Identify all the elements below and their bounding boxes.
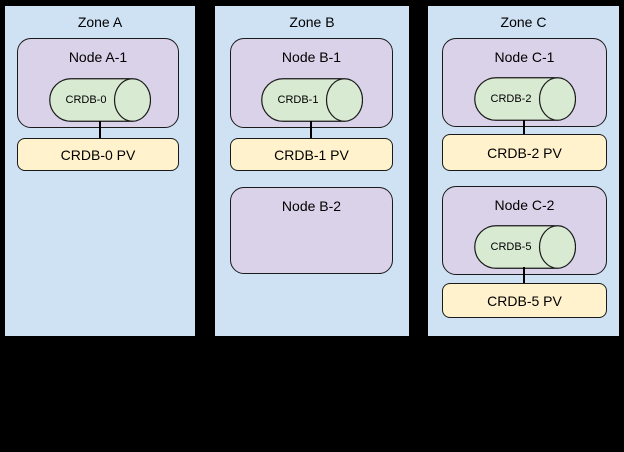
node-b1-title: Node B-1 — [281, 49, 342, 65]
crdb-0-pv-box: CRDB-0 PV — [17, 138, 179, 171]
database-cylinder-icon — [49, 78, 151, 122]
database-cylinder-icon — [474, 225, 576, 269]
connector-line — [523, 267, 525, 283]
crdb-0-label: CRDB-0 — [65, 94, 107, 106]
crdb-2-label: CRDB-2 — [490, 93, 532, 105]
crdb-1-pv-label: CRDB-1 PV — [274, 146, 349, 163]
node-c1-box: Node C-1 CRDB-2 — [442, 38, 607, 127]
connector-line — [523, 120, 525, 135]
node-b2-title: Node B-2 — [281, 198, 342, 214]
database-cylinder-icon — [261, 78, 363, 122]
zone-a-box: Zone A Node A-1 CRDB-0 CRDB-0 PV — [3, 4, 197, 338]
crdb-1-pv-box: CRDB-1 PV — [230, 138, 393, 171]
database-cylinder-icon — [474, 77, 576, 121]
zone-b-box: Zone B Node B-1 CRDB-1 CRDB-1 PV Node B-… — [213, 4, 411, 338]
crdb-5-pv-box: CRDB-5 PV — [442, 283, 607, 318]
crdb-2-pv-label: CRDB-2 PV — [487, 144, 562, 161]
node-a1-title: Node A-1 — [68, 49, 128, 65]
crdb-0-pv-label: CRDB-0 PV — [60, 146, 136, 163]
crdb-0-cylinder: CRDB-0 — [49, 78, 151, 122]
crdb-1-label: CRDB-1 — [277, 94, 319, 106]
node-b2-box: Node B-2 — [230, 187, 393, 274]
node-a1-box: Node A-1 CRDB-0 — [17, 38, 179, 128]
crdb-5-pv-label: CRDB-5 PV — [487, 292, 562, 309]
zone-c-box: Zone C Node C-1 CRDB-2 CRDB-2 PV Node C-… — [426, 4, 621, 338]
connector-line — [310, 121, 312, 140]
zone-b-title: Zone B — [289, 14, 335, 30]
crdb-2-pv-box: CRDB-2 PV — [442, 134, 607, 171]
connector-line — [99, 121, 101, 140]
crdb-5-label: CRDB-5 — [490, 241, 532, 253]
crdb-5-cylinder: CRDB-5 — [474, 225, 576, 269]
zone-c-title: Zone C — [500, 14, 547, 30]
crdb-1-cylinder: CRDB-1 — [261, 78, 363, 122]
node-c2-box: Node C-2 CRDB-5 — [442, 186, 607, 275]
node-c2-title: Node C-2 — [494, 197, 555, 213]
crdb-2-cylinder: CRDB-2 — [474, 77, 576, 121]
node-b1-box: Node B-1 CRDB-1 — [230, 38, 393, 128]
zone-a-title: Zone A — [77, 14, 123, 30]
node-c1-title: Node C-1 — [494, 49, 555, 65]
